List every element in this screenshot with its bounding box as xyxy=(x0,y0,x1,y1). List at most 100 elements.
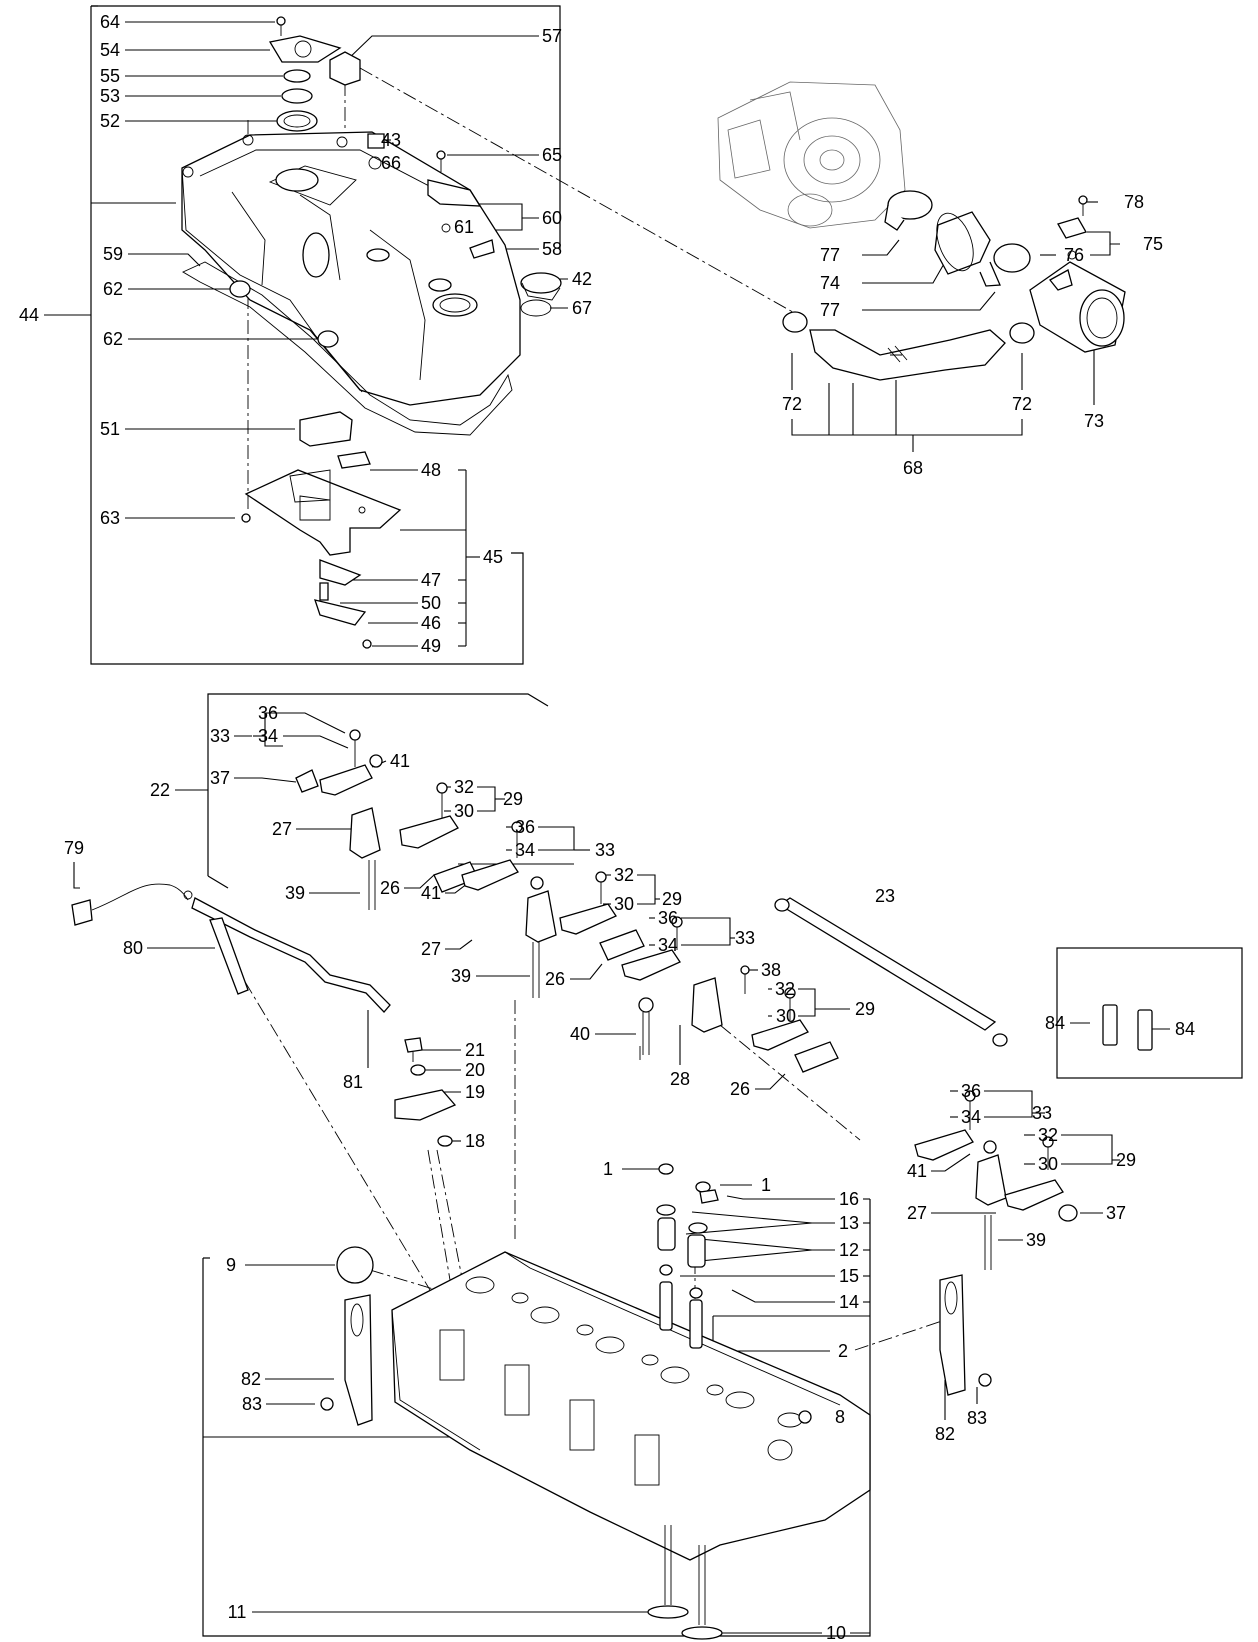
callout-15: 15 xyxy=(839,1266,859,1286)
callout-52: 52 xyxy=(100,111,120,131)
callout-82: 82 xyxy=(935,1424,955,1444)
callout-27: 27 xyxy=(421,939,441,959)
hose-parts xyxy=(782,190,1126,381)
callout-36: 36 xyxy=(658,908,678,928)
callout-30: 30 xyxy=(1038,1154,1058,1174)
callout-60: 60 xyxy=(542,208,562,228)
callout-79: 79 xyxy=(64,838,84,858)
callout-62: 62 xyxy=(103,329,123,349)
callout-8: 8 xyxy=(835,1407,845,1427)
callout-41: 41 xyxy=(390,751,410,771)
callout-36: 36 xyxy=(961,1081,981,1101)
rocker-parts xyxy=(295,729,1153,1270)
callout-29: 29 xyxy=(855,999,875,1019)
callout-57: 57 xyxy=(542,26,562,46)
callout-29: 29 xyxy=(662,889,682,909)
callout-27: 27 xyxy=(907,1203,927,1223)
inset-box xyxy=(1056,947,1243,1079)
callout-39: 39 xyxy=(285,883,305,903)
callout-48: 48 xyxy=(421,460,441,480)
callout-34: 34 xyxy=(515,840,535,860)
callout-11: 11 xyxy=(228,1602,247,1622)
callout-27: 27 xyxy=(272,819,292,839)
callout-45: 45 xyxy=(483,547,503,567)
callout-62: 62 xyxy=(103,279,123,299)
callout-30: 30 xyxy=(614,894,634,914)
callout-77: 77 xyxy=(820,245,840,265)
assembly-axes xyxy=(231,67,946,1351)
callout-33: 33 xyxy=(735,928,755,948)
callout-41: 41 xyxy=(421,883,441,903)
callout-66: 66 xyxy=(381,153,401,173)
callout-2: 2 xyxy=(838,1341,848,1361)
callout-81: 81 xyxy=(343,1072,363,1092)
callout-21: 21 xyxy=(465,1040,485,1060)
callout-83: 83 xyxy=(967,1408,987,1428)
callout-68: 68 xyxy=(903,458,923,478)
callout-64: 64 xyxy=(100,12,120,32)
upper-assembly-frame xyxy=(90,5,561,665)
callout-37: 37 xyxy=(1106,1203,1126,1223)
callout-32: 32 xyxy=(775,979,795,999)
callout-23: 23 xyxy=(875,886,895,906)
callout-72: 72 xyxy=(1012,394,1032,414)
callout-34: 34 xyxy=(658,935,678,955)
callout-28: 28 xyxy=(670,1069,690,1089)
callout-84: 84 xyxy=(1045,1013,1065,1033)
callout-61: 61 xyxy=(454,217,474,237)
callout-46: 46 xyxy=(421,613,441,633)
callout-1: 1 xyxy=(761,1175,771,1195)
callout-77: 77 xyxy=(820,300,840,320)
callout-26: 26 xyxy=(545,969,565,989)
callout-34: 34 xyxy=(961,1107,981,1127)
callout-42: 42 xyxy=(572,269,592,289)
callout-26: 26 xyxy=(380,878,400,898)
callout-1: 1 xyxy=(603,1159,613,1179)
callout-29: 29 xyxy=(1116,1150,1136,1170)
control-board xyxy=(241,411,402,649)
callout-82: 82 xyxy=(241,1369,261,1389)
callout-9: 9 xyxy=(226,1255,236,1275)
callout-18: 18 xyxy=(465,1131,485,1151)
callout-22: 22 xyxy=(150,780,170,800)
callout-32: 32 xyxy=(454,777,474,797)
callout-20: 20 xyxy=(465,1060,485,1080)
valve-cover xyxy=(181,131,521,406)
callout-29: 29 xyxy=(503,789,523,809)
callout-13: 13 xyxy=(839,1213,859,1233)
callout-10: 10 xyxy=(826,1623,846,1642)
callout-54: 54 xyxy=(100,40,120,60)
callout-67: 67 xyxy=(572,298,592,318)
callout-34: 34 xyxy=(258,726,278,746)
callout-78: 78 xyxy=(1124,192,1144,212)
callout-36: 36 xyxy=(515,817,535,837)
callout-55: 55 xyxy=(100,66,120,86)
callout-49: 49 xyxy=(421,636,441,656)
callout-26: 26 xyxy=(730,1079,750,1099)
callout-76: 76 xyxy=(1064,245,1084,265)
callout-33: 33 xyxy=(1032,1103,1052,1123)
callout-80: 80 xyxy=(123,938,143,958)
callout-83: 83 xyxy=(242,1394,262,1414)
callout-47: 47 xyxy=(421,570,441,590)
callout-84: 84 xyxy=(1175,1019,1195,1039)
callout-53: 53 xyxy=(100,86,120,106)
callout-32: 32 xyxy=(614,865,634,885)
turbocharger-ghost xyxy=(717,81,906,229)
callout-33: 33 xyxy=(595,840,615,860)
callout-72: 72 xyxy=(782,394,802,414)
callout-59: 59 xyxy=(103,244,123,264)
callout-75: 75 xyxy=(1143,234,1163,254)
callout-30: 30 xyxy=(454,801,474,821)
cylinder-head xyxy=(320,1037,992,1640)
callout-19: 19 xyxy=(465,1082,485,1102)
callout-43: 43 xyxy=(381,130,401,150)
callout-14: 14 xyxy=(839,1292,859,1312)
callout-39: 39 xyxy=(1026,1230,1046,1250)
callout-41: 41 xyxy=(907,1161,927,1181)
glow-plug-harness xyxy=(71,883,391,1013)
valve-cover-gasket xyxy=(182,261,513,436)
callout-63: 63 xyxy=(100,508,120,528)
